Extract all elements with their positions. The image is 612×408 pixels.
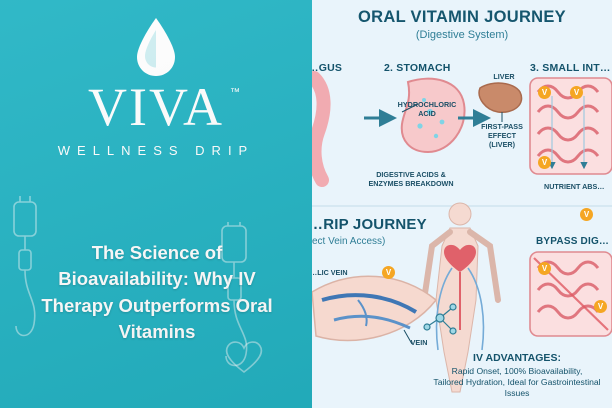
iv-drip-bag-icon bbox=[13, 196, 37, 337]
drip-section-title: …RIP JOURNEY bbox=[312, 216, 427, 233]
vitamin-badge: V bbox=[570, 86, 583, 99]
iv-advantages-line-2: Tailored Hydration, Ideal for Gastrointe… bbox=[433, 377, 601, 399]
vitamin-badge: V bbox=[538, 156, 551, 169]
iv-advantages-line-1: Rapid Onset, 100% Bioavailability, bbox=[451, 366, 583, 376]
brand-wordmark: VIVA ™ bbox=[88, 80, 240, 134]
iv-advantages-title: IV ADVANTAGES: bbox=[473, 352, 561, 364]
infographic-title: ORAL VITAMIN JOURNEY bbox=[358, 8, 566, 26]
water-drop-icon bbox=[130, 16, 182, 80]
page-title: The Science of Bioavailability: Why IV T… bbox=[41, 242, 273, 342]
vitamin-badge: V bbox=[594, 300, 607, 313]
iv-drip-bag-icon bbox=[221, 222, 248, 367]
callout-hydrochloric-acid: HYDROCHLORIC ACID bbox=[397, 100, 457, 118]
callout-bypass-digestion: BYPASS DIG… bbox=[536, 236, 610, 247]
infographic-subtitle: (Digestive System) bbox=[415, 29, 509, 41]
callout-liver: LIVER bbox=[493, 72, 515, 81]
vitamin-badge: V bbox=[580, 208, 593, 221]
callout-first-pass-effect: FIRST-PASS EFFECT (LIVER) bbox=[481, 122, 523, 149]
callout-clavicular-vein: …LIC VEIN bbox=[312, 268, 348, 277]
vitamin-badge: V bbox=[538, 86, 551, 99]
infographic-panel: V V V V V V V ORAL VITAMIN JOURNEY (Dige… bbox=[312, 0, 612, 408]
infographic-artwork bbox=[312, 71, 612, 393]
heart-outline-icon bbox=[225, 341, 263, 374]
step-label-small-intestine: 3. SMALL INT… bbox=[530, 62, 611, 74]
trademark-symbol: ™ bbox=[230, 87, 240, 98]
callout-digestive-acids: DIGESTIVE ACIDS & ENZYMES BREAKDOWN bbox=[368, 170, 454, 188]
callout-vein: VEIN bbox=[410, 338, 428, 347]
iv-advantages-box: IV ADVANTAGES: Rapid Onset, 100% Bioavai… bbox=[422, 352, 612, 400]
step-label-stomach: 2. STOMACH bbox=[384, 62, 451, 74]
step-label-esophagus: …GUS bbox=[312, 62, 343, 74]
brand-tagline: WELLNESS DRIP bbox=[57, 143, 255, 159]
vitamin-badge: V bbox=[538, 262, 551, 275]
brand-name: VIVA bbox=[87, 77, 224, 137]
logo-block: VIVA ™ WELLNESS DRIP bbox=[0, 16, 312, 158]
vitamin-badge: V bbox=[382, 266, 395, 279]
callout-nutrient-absorption: NUTRIENT ABS… bbox=[544, 182, 605, 191]
drip-section-subtitle: …ect Vein Access) bbox=[312, 236, 386, 247]
